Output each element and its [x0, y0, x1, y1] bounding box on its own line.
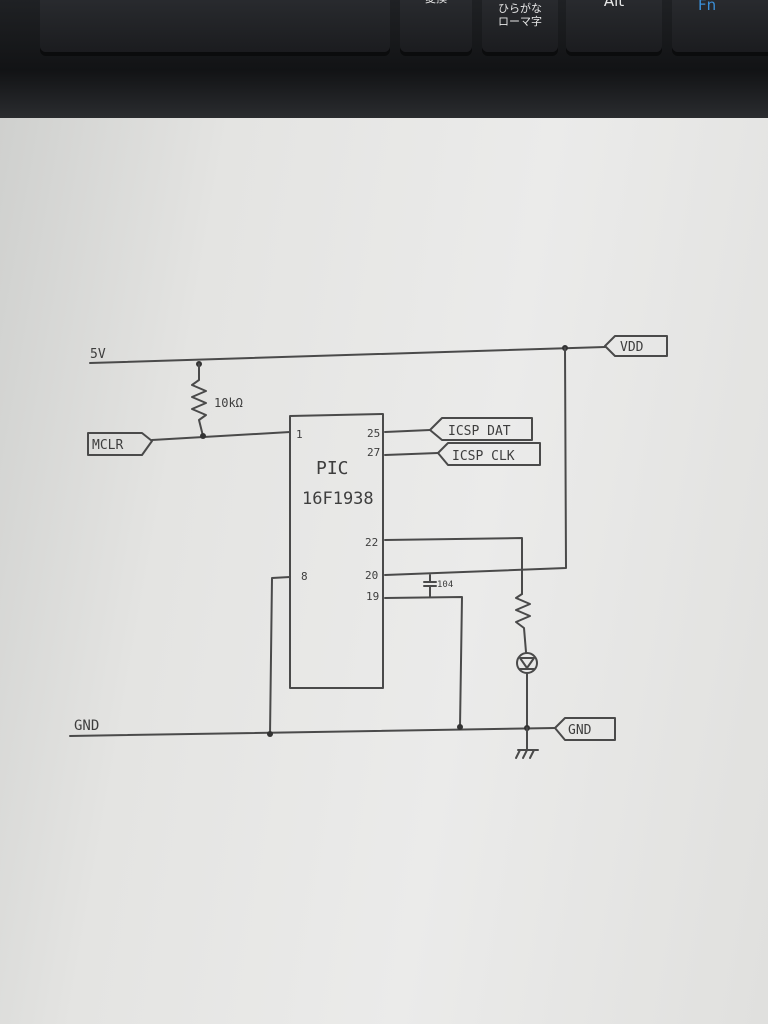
led-symbol	[519, 657, 535, 670]
label-5v: 5V	[90, 347, 106, 362]
junction	[200, 433, 206, 439]
capacitor-label: 104	[437, 580, 453, 590]
key-alt: Alt	[566, 0, 662, 52]
wire-icsp-clk	[384, 452, 439, 456]
gnd-label: GND	[74, 718, 99, 734]
wire-pin8	[269, 576, 291, 736]
resistor-led	[515, 593, 531, 653]
chip-part: 16F1938	[302, 489, 374, 509]
junction	[457, 724, 463, 730]
key-label: Alt	[603, 0, 625, 10]
key-henkan: 変換	[400, 0, 472, 52]
junction	[267, 731, 273, 737]
key-label: 変換	[425, 0, 447, 5]
pin-27: 27	[367, 446, 380, 459]
resistor-label: 10kΩ	[214, 396, 243, 410]
gnd-tag	[554, 717, 616, 741]
pin-22: 22	[365, 536, 378, 549]
vdd-tag	[604, 335, 668, 357]
key-label: Fn	[698, 0, 717, 14]
mclr-tag-label: MCLR	[92, 438, 123, 453]
wire-5v	[89, 346, 606, 364]
wire-vdd-pin20	[384, 347, 567, 576]
icsp-dat-label: ICSP DAT	[448, 424, 511, 439]
icsp-clk-tag	[437, 442, 541, 466]
key-left	[40, 0, 390, 52]
icsp-clk-label: ICSP CLK	[452, 449, 515, 464]
pin-1: 1	[296, 428, 303, 441]
gnd-tag-label: GND	[568, 723, 592, 738]
wire-gnd	[69, 727, 556, 737]
key-hiragana: ひらがなローマ字	[482, 0, 558, 52]
pin-8: 8	[301, 570, 308, 583]
wire-pin22	[384, 537, 523, 595]
icsp-dat-tag	[429, 417, 533, 441]
pin-25: 25	[367, 427, 380, 440]
pic-chip	[289, 413, 384, 689]
wire-icsp-dat	[384, 429, 431, 433]
capacitor-104	[423, 574, 437, 598]
pin-19: 19	[366, 590, 379, 603]
chip-name: PIC	[316, 458, 349, 479]
wire-pin19	[384, 596, 463, 728]
mclr-tag	[87, 432, 153, 456]
key-label: ひらがな	[498, 2, 542, 15]
key-label: ローマ字	[498, 15, 542, 28]
resistor-10k	[191, 363, 207, 437]
key-fn: Fn	[672, 0, 768, 52]
ground-symbol-icon	[515, 727, 539, 759]
wire-mclr	[151, 431, 291, 441]
vdd-tag-label: VDD	[620, 340, 644, 355]
pin-20: 20	[365, 569, 378, 582]
